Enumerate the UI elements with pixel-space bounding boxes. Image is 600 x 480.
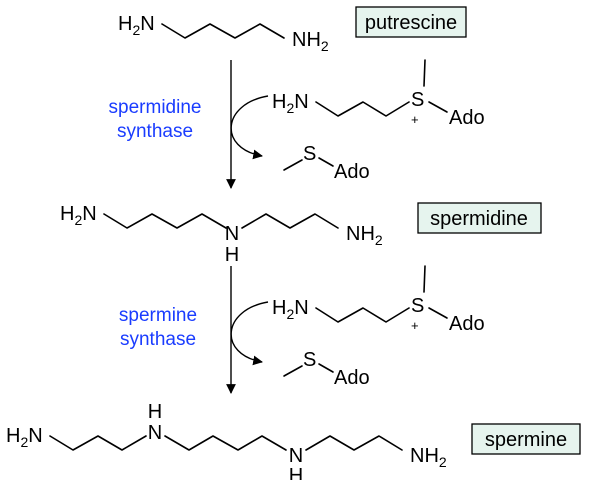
mta2-ado: Ado (334, 367, 370, 389)
svg-text:synthase: synthase (117, 121, 193, 142)
dcsam2-h2n: H2N (272, 297, 309, 322)
dcsam1-ado: Ado (449, 107, 485, 129)
mta1-sulfur: S (303, 143, 316, 165)
spermidine-synthase-label: spermidine synthase (109, 97, 202, 142)
decarboxylated-sam-2: H2N S + Ado (272, 265, 485, 335)
dcsam1-h2n: H2N (272, 91, 309, 116)
spermidine-nh2: NH2 (346, 223, 383, 248)
dcsam1-s-ado-bond (428, 101, 448, 113)
spermidine-label-box: spermidine (417, 202, 542, 234)
methylthioadenosine-1: S Ado (283, 143, 370, 183)
dcsam2-sulfur: S (411, 295, 424, 317)
svg-text:spermine: spermine (119, 305, 197, 326)
spermidine-nh-n: N (225, 223, 239, 245)
cofactor-curved-arrow-2 (230, 301, 269, 366)
spermidine-label: spermidine (430, 208, 528, 230)
mta2-s-ado-bond (318, 363, 334, 373)
spermine-label-box: spermine (471, 423, 581, 455)
dcsam2-charge: + (411, 318, 419, 333)
spermine-h2n: H2N (6, 425, 43, 450)
putrescine-label: putrescine (365, 12, 457, 34)
dcsam1-sulfur: S (411, 89, 424, 111)
cofactor-curved-arrow-1 (230, 95, 269, 160)
spermine-nh1-n: N (148, 422, 162, 444)
spermine-chain-2 (164, 435, 287, 451)
spermine-chain-1 (49, 435, 147, 451)
dcsam1-methyl (423, 59, 426, 87)
putrescine-nh2: NH2 (292, 29, 329, 54)
dcsam1-chain (315, 101, 410, 117)
putrescine-structure: H2N NH2 (118, 13, 329, 54)
dcsam1-charge: + (411, 112, 419, 127)
spermine-nh2: NH2 (410, 445, 447, 470)
spermidine-h2n: H2N (60, 203, 97, 228)
svg-text:spermidine: spermidine (109, 97, 202, 118)
putrescine-label-box: putrescine (355, 6, 467, 38)
decarboxylated-sam-1: H2N S + Ado (272, 59, 485, 129)
spermine-chain-3 (305, 435, 403, 451)
spermidine-nh-h: H (225, 244, 239, 266)
dcsam2-ado: Ado (449, 313, 485, 335)
putrescine-chain (161, 23, 285, 39)
dcsam2-s-ado-bond (428, 307, 448, 319)
mta1-methyl (283, 159, 303, 171)
mta2-sulfur: S (303, 349, 316, 371)
methylthioadenosine-2: S Ado (283, 349, 370, 389)
svg-text:synthase: synthase (120, 329, 196, 350)
dcsam2-methyl (423, 265, 426, 293)
mta1-s-ado-bond (318, 157, 334, 167)
spermidine-chain-left (103, 213, 227, 229)
spermidine-structure: H2N N H NH2 (60, 203, 383, 266)
putrescine-h2n: H2N (118, 13, 155, 38)
spermine-synthase-label: spermine synthase (119, 305, 197, 350)
dcsam2-chain (315, 307, 410, 323)
spermine-nh2-n: N (289, 445, 303, 467)
spermine-nh2-h: H (289, 465, 303, 480)
spermine-nh1-h: H (148, 401, 162, 423)
mta1-ado: Ado (334, 161, 370, 183)
spermine-label: spermine (485, 429, 567, 451)
spermidine-chain-right (241, 213, 339, 229)
mta2-methyl (283, 365, 303, 377)
spermine-structure: H2N H N N H NH2 (6, 401, 447, 480)
